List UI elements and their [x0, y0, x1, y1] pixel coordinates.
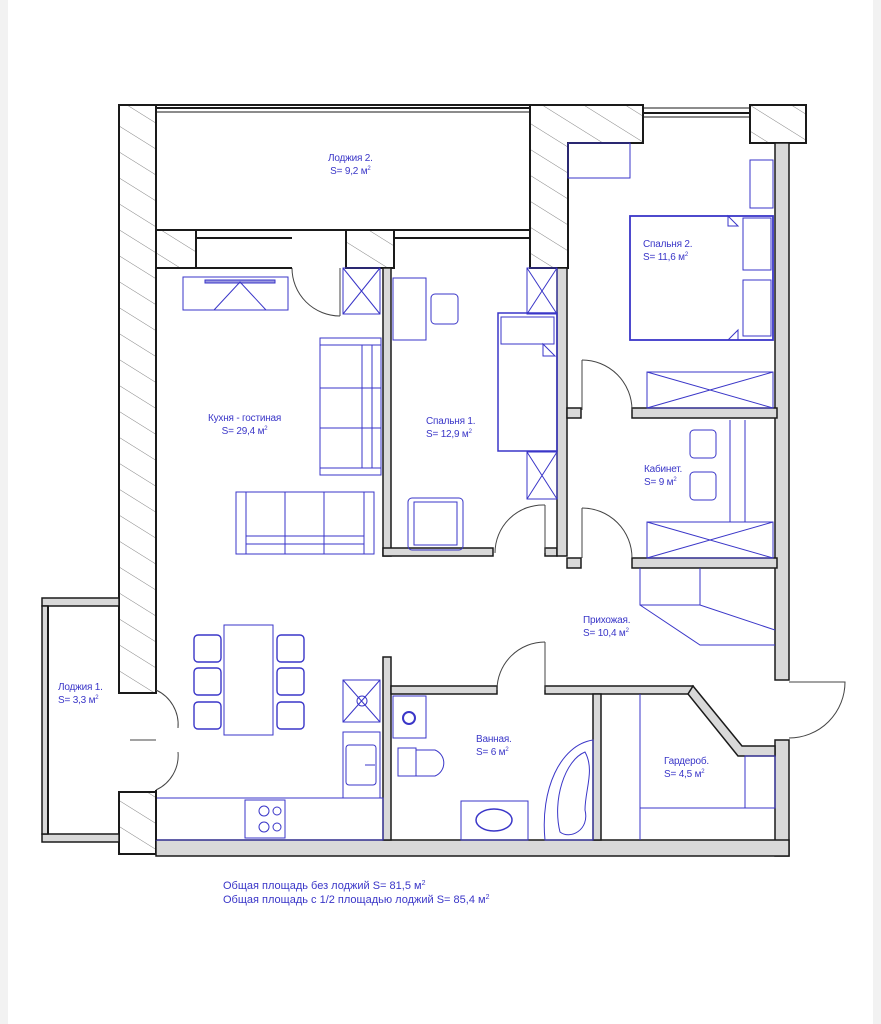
room-name: Прихожая.: [583, 615, 631, 626]
floor-plan-drawing: [41, 104, 846, 857]
room-name: Ванная.: [476, 734, 512, 745]
room-area: S= 29,4 м2: [221, 426, 268, 437]
wall-outlines: [47, 267, 292, 840]
room-name: Кухня - гостиная: [208, 413, 282, 424]
room-label-kitchen-living: Кухня - гостиная S= 29,4 м2: [208, 412, 281, 438]
room-label-wardrobe: Гардероб. S= 4,5 м2: [664, 755, 709, 781]
room-name: Спальня 2.: [643, 239, 693, 250]
loggia-2-window: [155, 104, 750, 239]
furniture: [155, 142, 776, 841]
room-label-bathroom: Ванная. S= 6 м2: [476, 733, 512, 759]
room-area: S= 3,3 м2: [58, 695, 99, 706]
room-label-hallway: Прихожая. S= 10,4 м2: [583, 614, 631, 640]
door-swings: [130, 267, 846, 791]
room-name: Спальня 1.: [426, 416, 476, 427]
room-label-loggia-2: Лоджия 2. S= 9,2 м2: [328, 152, 373, 178]
room-label-study: Кабинет. S= 9 м2: [644, 463, 682, 489]
room-area: S= 9 м2: [644, 477, 677, 488]
room-name: Лоджия 2.: [328, 153, 373, 164]
room-area: S= 10,4 м2: [583, 628, 629, 639]
room-label-loggia-1: Лоджия 1. S= 3,3 м2: [58, 681, 103, 707]
partition-walls: [41, 142, 790, 857]
room-area: S= 9,2 м2: [330, 166, 371, 177]
room-area: S= 11,6 м2: [643, 252, 689, 263]
bearing-walls: [118, 104, 807, 855]
room-area: S= 6 м2: [476, 747, 509, 758]
room-name: Гардероб.: [664, 756, 709, 767]
room-area: S= 4,5 м2: [664, 769, 705, 780]
total-without-loggias: Общая площадь без лоджий S= 81,5 м2: [223, 880, 426, 892]
area-totals: Общая площадь без лоджий S= 81,5 м2 Обща…: [223, 879, 489, 907]
room-area: S= 12,9 м2: [426, 429, 472, 440]
floor-plan-page: Лоджия 2. S= 9,2 м2 Спальня 2. S= 11,6 м…: [8, 0, 873, 1024]
room-name: Лоджия 1.: [58, 682, 103, 693]
total-with-half-loggias: Общая площадь с 1/2 площадью лоджий S= 8…: [223, 894, 490, 906]
room-label-bedroom-2: Спальня 2. S= 11,6 м2: [643, 238, 693, 264]
room-name: Кабинет.: [644, 464, 683, 475]
room-label-bedroom-1: Спальня 1. S= 12,9 м2: [426, 415, 476, 441]
